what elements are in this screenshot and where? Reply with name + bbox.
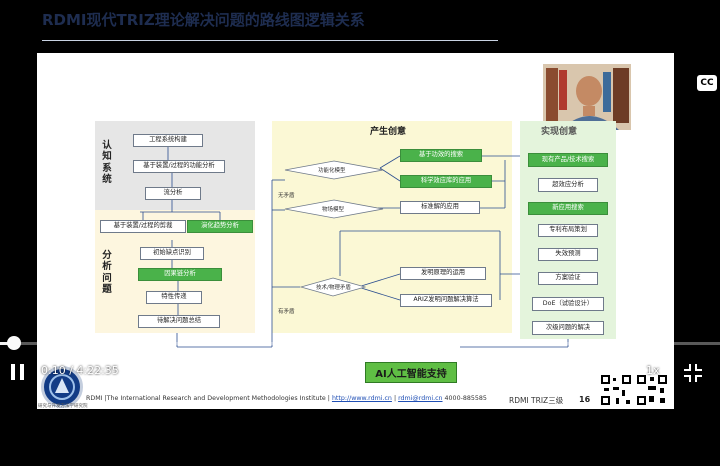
action-box-effect-library: 科学效应库的应用 (400, 175, 492, 188)
footer-sep: | (393, 395, 399, 402)
slide-footer: RDMI |The International Research and Dev… (86, 395, 487, 402)
progress-track[interactable] (0, 342, 720, 345)
qr-code-icon-2 (636, 374, 668, 406)
footer-org: RDMI |The International Research and Dev… (86, 395, 330, 402)
footer-email-link[interactable]: rdmi@rdmi.cn (398, 395, 443, 402)
impl-box-new-application: 新应用搜索 (528, 202, 608, 215)
flow-box-trend-analysis: 演化趋势分析 (187, 220, 253, 233)
footer-phone: 4000-885585 (444, 395, 487, 402)
qr-code-icon-1 (600, 374, 632, 406)
impl-box-patent-strategy: 专利布局策划 (538, 224, 598, 237)
action-box-function-search: 基于功效的搜索 (400, 149, 482, 162)
flow-box-system-build: 工程系统构建 (133, 134, 203, 147)
playback-time: 0:10 / 4:22:35 (41, 364, 119, 377)
pause-icon-glyph (11, 364, 24, 380)
flow-box-property-transfer: 特性传递 (146, 291, 202, 304)
fullscreen-icon[interactable] (682, 362, 704, 384)
logo-emblem (49, 374, 75, 400)
footer-url-link[interactable]: http://www.rdmi.cn (331, 395, 392, 402)
section-title-ideas: 产生创意 (370, 127, 407, 137)
slide-title: RDMI现代TRIZ理论解决问题的路线图逻辑关系 (42, 11, 365, 29)
action-box-inventive-principles: 发明原理的运用 (400, 267, 486, 280)
flow-box-flow-analysis: 流分析 (145, 187, 201, 200)
node-label-function-model: 功能化模型 (318, 168, 346, 174)
impl-box-failure-prediction: 失效预测 (538, 248, 598, 261)
fullscreen-icon-glyph (684, 364, 702, 382)
impl-box-solution-verification: 方案验证 (538, 272, 598, 285)
decision-node-function-model (284, 160, 384, 180)
title-divider (42, 40, 498, 41)
label-problem-analysis: 分析问题 (102, 250, 112, 296)
section-title-implementation: 实现创意 (541, 127, 578, 137)
playback-speed-button[interactable]: 1x (646, 364, 660, 377)
impl-box-doe: DoE（试验设计） (532, 297, 604, 311)
node-label-substance-field: 物场模型 (322, 207, 345, 213)
page-number: 16 (579, 395, 591, 404)
flow-box-initial-defects: 初始缺点识别 (140, 247, 204, 260)
decision-node-contradiction (300, 277, 366, 297)
impl-box-secondary-problems: 次级问题的解决 (532, 321, 604, 335)
closed-captions-button[interactable]: CC (697, 75, 717, 91)
rdmi-logo-icon (41, 366, 83, 408)
qr-pattern-2 (637, 375, 667, 405)
course-label: RDMI TRIZ三级 (509, 396, 564, 405)
label-cognitive-system: 认知系统 (102, 140, 112, 186)
node-label-contradiction: 技术/物理矛盾 (316, 285, 351, 291)
flow-box-trimming: 基于装置/过程的剪裁 (100, 220, 186, 233)
action-box-ariz: ARIZ发明问题解决算法 (400, 294, 492, 307)
logo-caption: 研究与开发方法学研究院 (38, 404, 88, 409)
progress-scrubber[interactable] (7, 336, 21, 350)
impl-box-super-effect: 超效应分析 (538, 178, 598, 192)
label-no-contradiction: 无矛盾 (278, 193, 295, 199)
label-has-contradiction: 有矛盾 (278, 309, 295, 315)
impl-box-existing-search: 现有产品/技术搜索 (528, 153, 608, 167)
decision-node-substance-field (284, 199, 384, 219)
ai-support-banner: AI人工智能支持 (365, 362, 457, 383)
qr-pattern-1 (601, 375, 631, 405)
flow-box-function-analysis: 基于装置/过程的功能分析 (133, 160, 225, 173)
flow-box-problem-summary: 待解决问题总结 (138, 315, 220, 328)
flow-box-causal-chain: 因果链分析 (138, 268, 222, 281)
action-box-standard-solutions: 标准解的应用 (400, 201, 480, 214)
pause-icon[interactable] (8, 362, 28, 382)
